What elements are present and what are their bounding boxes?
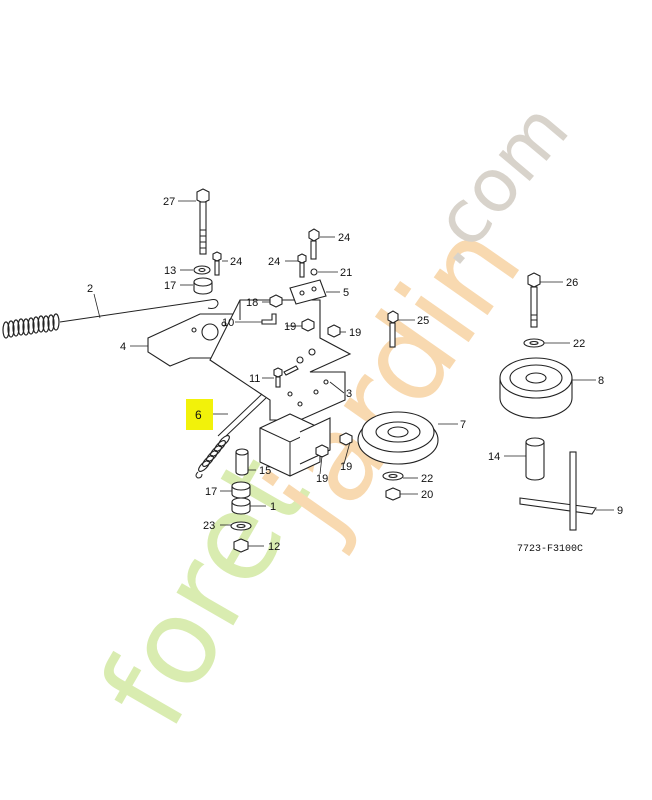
label-19-d: 19 bbox=[316, 473, 328, 485]
label-21: 21 bbox=[340, 267, 352, 279]
part-7-pulley bbox=[357, 411, 439, 465]
part-10-pin bbox=[261, 313, 277, 325]
callout-labels: 27 13 17 2 4 24 18 10 19 19 24 24 21 5 1… bbox=[87, 196, 623, 553]
part-19-nuts bbox=[301, 318, 353, 458]
part-12-nut bbox=[233, 538, 249, 553]
label-24-mid: 24 bbox=[268, 256, 280, 268]
part-24-bolt-left bbox=[212, 251, 222, 276]
label-17-top: 17 bbox=[164, 280, 176, 292]
label-11: 11 bbox=[249, 373, 260, 385]
label-17-low: 17 bbox=[205, 486, 217, 498]
label-25: 25 bbox=[417, 315, 429, 327]
label-19-b: 19 bbox=[349, 327, 361, 339]
part-14-spacer bbox=[525, 437, 545, 481]
label-5: 5 bbox=[343, 287, 349, 299]
part-20-nut bbox=[385, 487, 401, 501]
leader-lines bbox=[93, 200, 614, 547]
part-26-bolt bbox=[527, 272, 541, 328]
part-3-main-plate bbox=[209, 299, 352, 421]
part-2-spring-cable bbox=[2, 299, 219, 339]
part-6-spring bbox=[195, 393, 267, 479]
part-22-washer-top bbox=[523, 338, 545, 348]
label-6: 6 bbox=[195, 408, 202, 422]
part-22-washer-low bbox=[382, 471, 404, 481]
label-20: 20 bbox=[421, 489, 433, 501]
part-3-box bbox=[259, 413, 331, 477]
part-17-bushing-low bbox=[231, 481, 251, 499]
part-17-bushing-top bbox=[193, 277, 213, 295]
label-22-low: 22 bbox=[421, 473, 433, 485]
label-13: 13 bbox=[164, 265, 176, 277]
part-5-plate bbox=[289, 228, 327, 305]
label-15: 15 bbox=[259, 465, 271, 477]
label-18: 18 bbox=[246, 297, 258, 309]
label-3: 3 bbox=[346, 388, 352, 400]
label-2: 2 bbox=[87, 283, 93, 295]
label-4: 4 bbox=[120, 341, 126, 353]
label-26: 26 bbox=[566, 277, 578, 289]
label-1: 1 bbox=[270, 501, 276, 513]
label-12: 12 bbox=[268, 541, 280, 553]
part-13-washer bbox=[193, 265, 211, 275]
part-9-arm bbox=[519, 451, 597, 531]
label-19-c: 19 bbox=[340, 461, 352, 473]
label-10: 10 bbox=[222, 317, 234, 329]
part-23-washer bbox=[230, 521, 252, 531]
part-27-bolt bbox=[196, 188, 210, 255]
label-27: 27 bbox=[163, 196, 175, 208]
label-14: 14 bbox=[488, 451, 500, 463]
label-9: 9 bbox=[617, 505, 623, 517]
label-24-left: 24 bbox=[230, 256, 242, 268]
label-8: 8 bbox=[598, 375, 604, 387]
label-23: 23 bbox=[203, 520, 215, 532]
part-1-bushing bbox=[231, 497, 251, 515]
part-8-pulley bbox=[499, 357, 573, 419]
part-15-sleeve bbox=[235, 448, 249, 476]
diagram-code: 7723-F3100C bbox=[517, 544, 583, 555]
part-11-bolt bbox=[273, 367, 283, 388]
label-22-top: 22 bbox=[573, 338, 585, 350]
label-24-top: 24 bbox=[338, 232, 350, 244]
label-7: 7 bbox=[460, 419, 466, 431]
part-18-nut bbox=[269, 294, 283, 308]
label-19-a: 19 bbox=[284, 321, 296, 333]
highlight-part-6 bbox=[186, 399, 213, 430]
